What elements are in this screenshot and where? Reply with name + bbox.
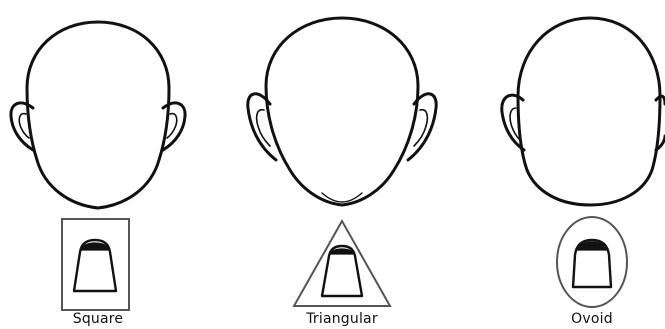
square-label: Square: [73, 311, 124, 327]
triangular-tooth-icon: [322, 246, 362, 296]
square-group: [11, 22, 185, 310]
triangular-head: [248, 18, 436, 205]
square-head: [11, 22, 185, 208]
ovoid-label: Ovoid: [571, 311, 613, 327]
ovoid-tooth-icon: [573, 240, 611, 287]
triangular-group: [248, 18, 436, 306]
ovoid-frame: [557, 217, 627, 307]
triangular-frame: [294, 221, 390, 306]
triangular-label: Triangular: [306, 311, 378, 327]
square-frame: [62, 219, 129, 310]
square-tooth-icon: [74, 240, 116, 291]
ovoid-group: [502, 18, 665, 307]
ovoid-head: [502, 18, 665, 205]
